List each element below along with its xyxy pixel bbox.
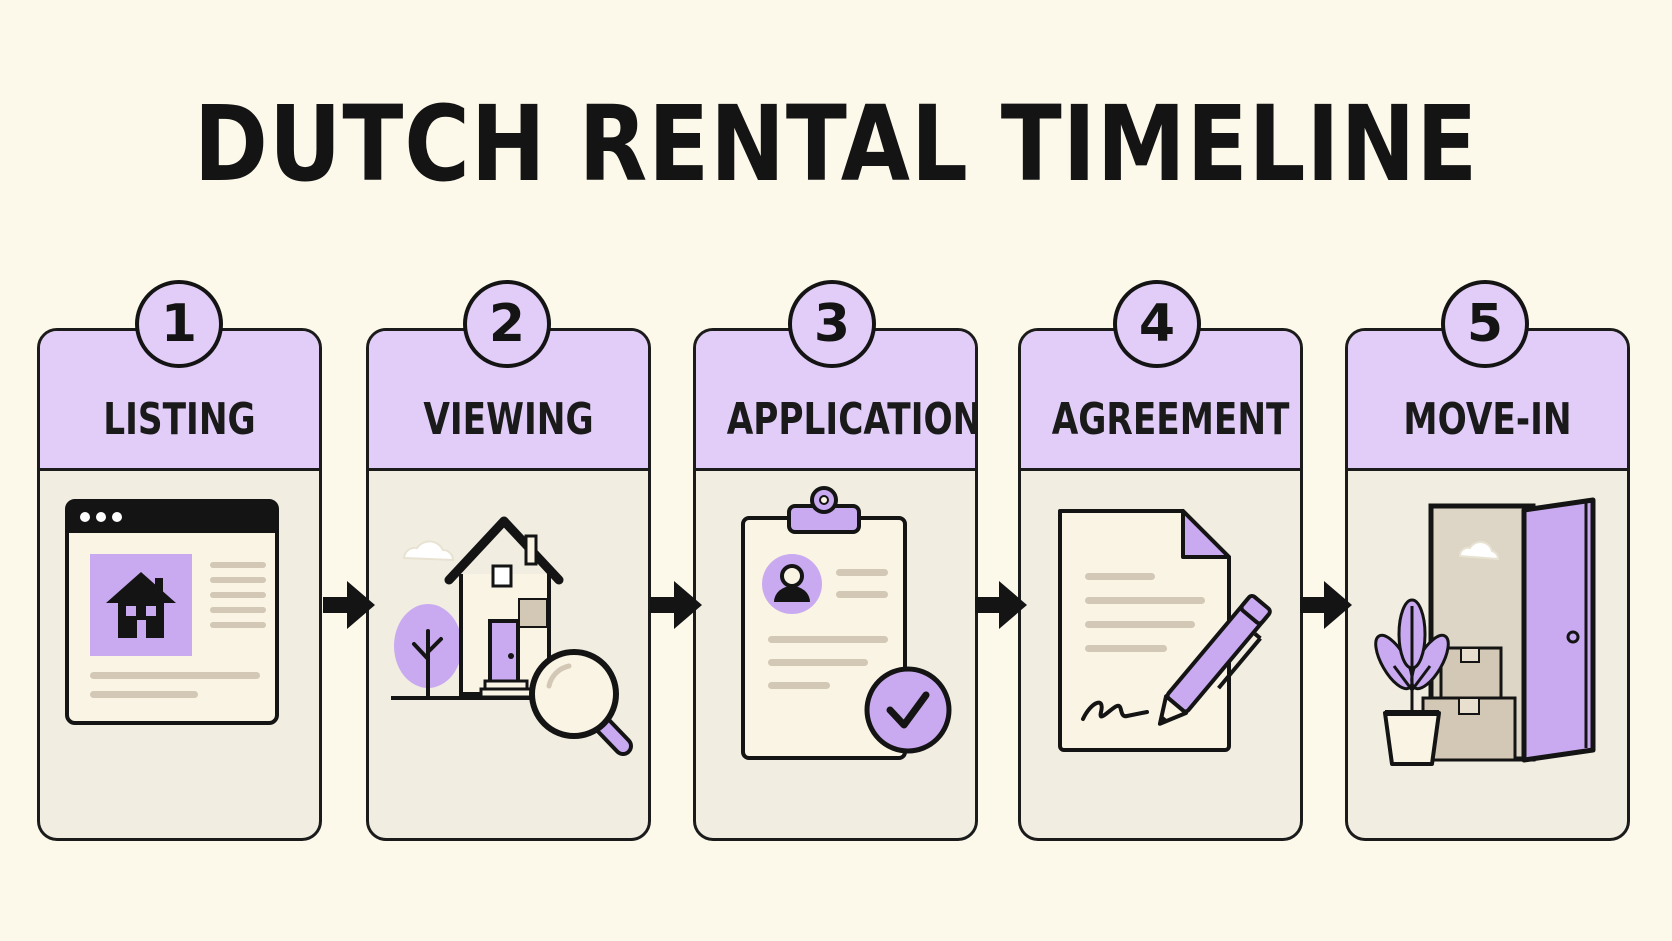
step-label: MOVE-IN <box>1403 394 1572 445</box>
arrow-right-icon <box>975 581 1027 629</box>
arrow-right-icon <box>1300 581 1352 629</box>
clipboard-check-icon <box>741 486 952 760</box>
document-signature-icon <box>1058 509 1272 752</box>
step-label: VIEWING <box>423 394 594 445</box>
step-card-move-in: MOVE-IN <box>1345 328 1630 841</box>
web-listing-icon <box>65 499 279 725</box>
step-label: AGREEMENT <box>1051 394 1290 445</box>
step-number-badge: 2 <box>463 280 551 368</box>
step-label: LISTING <box>103 394 256 445</box>
step-number-badge: 5 <box>1441 280 1529 368</box>
step-number-badge: 1 <box>135 280 223 368</box>
step-number-badge: 4 <box>1113 280 1201 368</box>
page-title: DUTCH RENTAL TIMELINE <box>193 83 1479 205</box>
step-card-viewing: VIEWING <box>366 328 651 841</box>
arrow-right-icon <box>650 581 702 629</box>
step-header: APPLICATION <box>696 331 975 471</box>
step-label: APPLICATION <box>726 394 978 445</box>
step-card-application: APPLICATION <box>693 328 978 841</box>
step-card-listing: LISTING <box>37 328 322 841</box>
arrow-right-icon <box>323 581 375 629</box>
step-card-agreement: AGREEMENT <box>1018 328 1303 841</box>
house-magnifier-icon <box>391 516 633 756</box>
step-number-badge: 3 <box>788 280 876 368</box>
open-door-boxes-icon <box>1374 497 1596 766</box>
